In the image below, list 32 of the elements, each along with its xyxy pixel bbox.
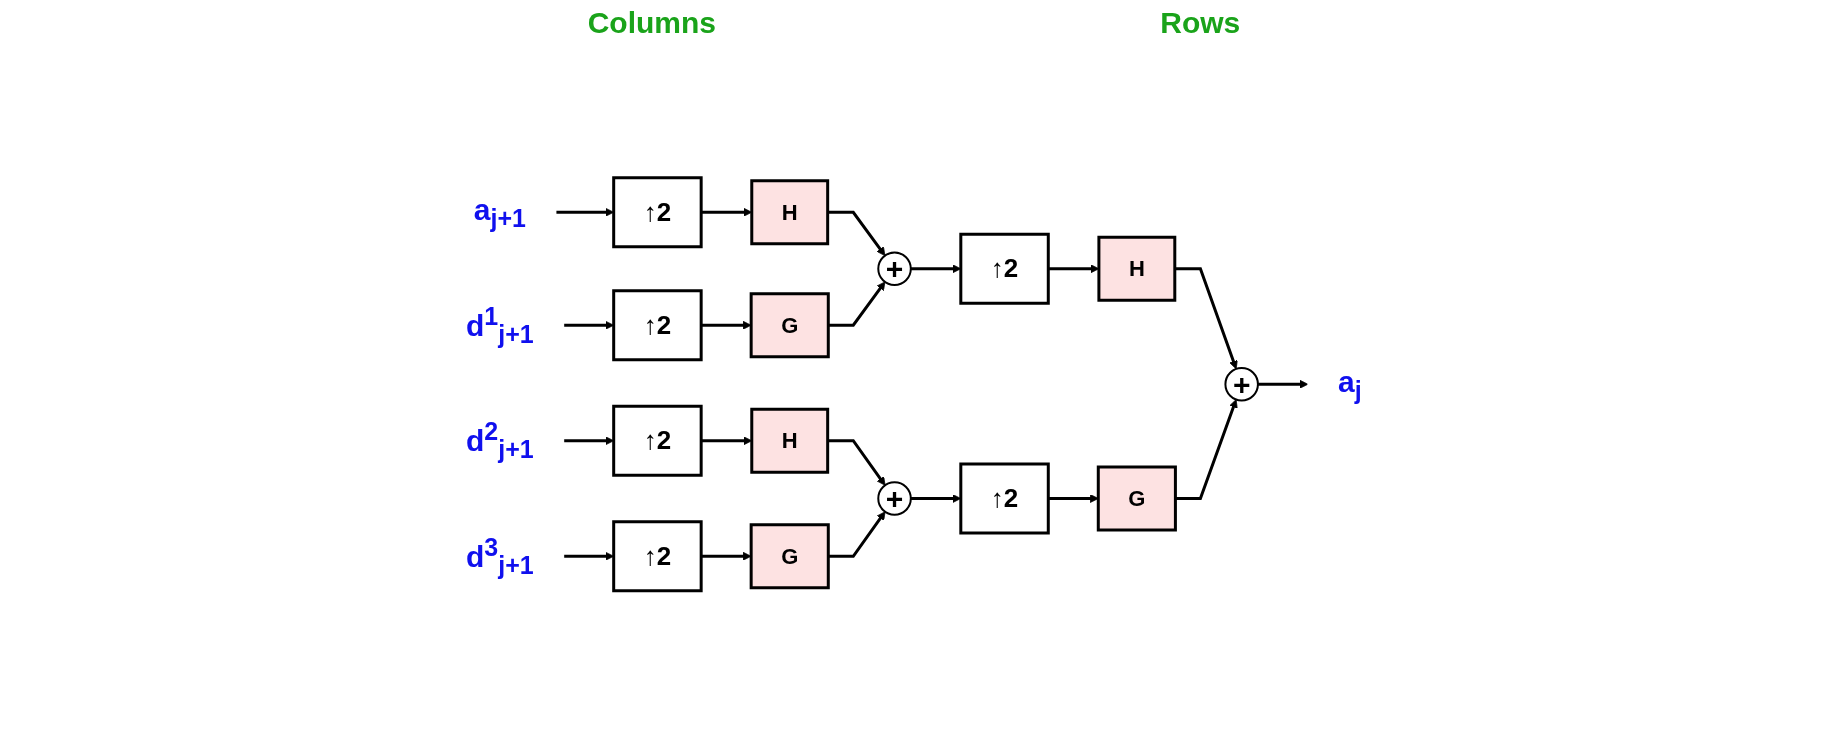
column-heading: Rows (1160, 6, 1241, 40)
node-text: a$_{j+1}$ (473, 192, 527, 232)
node-box: ↑2 (612, 175, 703, 248)
arrow (827, 438, 886, 486)
arrow (827, 210, 886, 256)
arrow (828, 510, 886, 558)
node-box: G (749, 291, 830, 358)
node-circle: + (877, 251, 912, 286)
node-text: a$_{j}$ (1338, 364, 1362, 404)
node-box: G (749, 522, 830, 589)
node-circle: + (877, 480, 912, 516)
node-box: H (750, 407, 830, 474)
node-box: ↑2 (959, 232, 1050, 305)
column-heading: Columns (587, 6, 717, 40)
arrow (828, 281, 886, 327)
node-box: H (750, 178, 830, 245)
node-box: ↑2 (959, 462, 1050, 534)
arrow (701, 551, 752, 561)
arrow (911, 263, 962, 273)
node-box: G (1097, 465, 1178, 531)
arrow (1175, 398, 1238, 500)
arrow (911, 493, 962, 503)
arrow (701, 320, 752, 330)
arrow (1258, 379, 1309, 389)
node-box: ↑2 (612, 404, 703, 477)
arrow (1048, 263, 1100, 273)
node-box: ↑2 (612, 519, 703, 592)
node-box: H (1097, 235, 1177, 302)
arrow (1048, 493, 1099, 503)
arrow (1175, 266, 1238, 369)
node-circle: + (1224, 366, 1260, 401)
node-box: ↑2 (612, 288, 703, 361)
